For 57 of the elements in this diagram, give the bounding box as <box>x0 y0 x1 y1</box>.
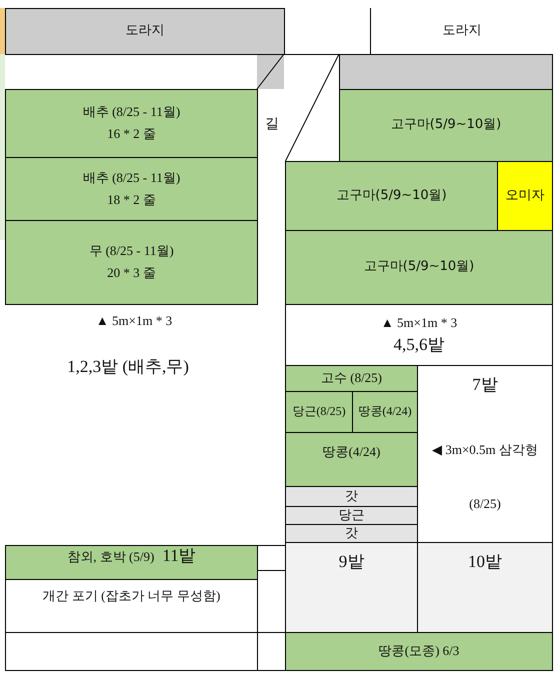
plot-number: 10밭 <box>468 552 502 572</box>
crop-label: 당근 <box>338 508 364 523</box>
crop-bed <box>285 524 418 543</box>
crop-bed <box>5 545 258 580</box>
row-count: 18 * 2 줄 <box>107 192 156 208</box>
crop-label: 땅콩(4/24) <box>322 445 380 460</box>
crop-label: 도라지 <box>442 24 482 39</box>
crop-label: 갓 <box>345 489 358 504</box>
row-count: 16 * 2 줄 <box>107 127 156 142</box>
crop-label: 배추 (8/25 - 11월) <box>82 170 180 186</box>
note-cell <box>5 579 258 633</box>
crop-label: 땅콩(모종) 6/3 <box>378 644 460 659</box>
crop-bed <box>285 486 418 507</box>
crop-bed <box>285 230 553 305</box>
crop-label: 고구마(5/9~10월) <box>390 118 502 133</box>
plot-number: 1,2,3밭 (배추,무) <box>67 357 189 377</box>
plot-number: 7밭 <box>472 375 498 395</box>
header-cell <box>5 8 285 55</box>
plot-cell <box>285 542 418 633</box>
crop-label: 참외, 호박 (5/9) <box>67 550 154 565</box>
crop-bed <box>285 365 418 392</box>
crop-bed <box>285 391 353 433</box>
plot-number: 9밭 <box>338 552 364 572</box>
crop-bed <box>339 89 553 162</box>
row-count: 20 * 3 줄 <box>107 266 156 281</box>
empty-cell <box>257 632 286 671</box>
crop-bed <box>5 220 258 305</box>
plot-number: 4,5,6밭 <box>394 334 444 354</box>
shaded-band <box>339 54 553 90</box>
crop-bed <box>5 89 258 158</box>
crop-label: 고구마(5/9~10월) <box>364 260 474 275</box>
size-note: ▲ 5m×1m * 3 <box>96 314 172 329</box>
crop-label: 오미자 <box>506 188 544 204</box>
crop-bed <box>285 632 553 671</box>
crop-label: 도라지 <box>126 24 164 39</box>
crop-label: 배추 (8/25 - 11월) <box>82 105 180 120</box>
plot-info-cell <box>285 304 553 366</box>
crop-label: 고수 (8/25) <box>320 371 382 386</box>
size-note: ◀ 3m×0.5m 삼각형 <box>432 443 538 458</box>
note-text: 개간 포기 (잡초가 너무 무성함) <box>42 589 220 604</box>
crop-bed <box>352 391 418 433</box>
plot-cell <box>417 542 553 633</box>
crop-label: 무 (8/25 - 11월) <box>89 244 174 259</box>
size-note: ▲ 5m×1m * 3 <box>380 316 458 331</box>
crop-label: 땅콩(4/24) <box>358 405 412 419</box>
crop-label: 당근(8/25) <box>292 405 346 419</box>
crop-bed <box>285 506 418 525</box>
plot-number: 11밭 <box>162 546 196 566</box>
crop-bed <box>285 161 498 231</box>
date-note: (8/25) <box>469 497 501 512</box>
crop-bed <box>497 161 553 231</box>
crop-bed <box>285 432 418 487</box>
crop-label: 갓 <box>345 526 358 541</box>
crop-label: 고구마(5/9~10월) <box>336 188 447 204</box>
road-label: 길 <box>265 116 279 132</box>
empty-cell <box>257 545 286 571</box>
crop-bed <box>5 157 258 221</box>
